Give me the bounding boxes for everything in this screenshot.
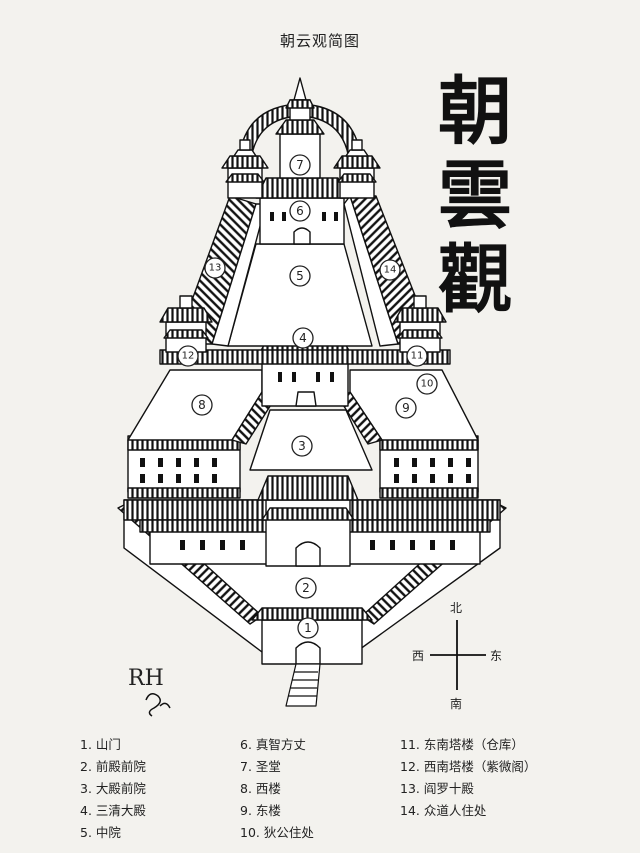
legend-item: 10. 狄公住处 [240,825,314,840]
legend-item: 11. 东南塔楼（仓库） [400,737,524,752]
svg-text:3: 3 [298,439,306,453]
spire [293,77,307,101]
page-title: 朝云观简图 [279,32,360,50]
legend-column-1: 1. 山门 2. 前殿前院 3. 大殿前院 4. 三清大殿 5. 中院 [80,734,146,844]
svg-text:2: 2 [302,581,310,595]
marker-11: 11 [406,345,428,367]
marker-4: 4 [292,327,314,349]
legend-item: 9. 东楼 [240,803,281,818]
svg-text:7: 7 [296,158,304,172]
compass-east: 东 [490,649,502,663]
southeast-tower [393,295,447,353]
calligraphy-char: 觀 [438,237,512,323]
marker-7: 7 [289,154,311,176]
marker-6: 6 [289,200,311,222]
legend-item: 8. 西楼 [240,781,281,796]
main-hall-courtyard [249,409,373,471]
svg-text:12: 12 [182,351,195,362]
legend-item: 2. 前殿前院 [80,759,146,774]
svg-text:13: 13 [209,263,222,274]
northwest-tower [221,139,269,199]
legend-item: 13. 阎罗十殿 [400,781,474,796]
legend-item: 7. 圣堂 [240,759,281,774]
marker-12: 12 [177,345,199,367]
marker-3: 3 [291,435,313,457]
svg-text:1: 1 [304,621,312,635]
svg-text:4: 4 [299,331,307,345]
artist-signature: RH [128,666,164,691]
signature-flourish [145,693,171,717]
marker-9: 9 [395,397,417,419]
svg-text:14: 14 [384,265,397,276]
legend-column-2: 6. 真智方丈 7. 圣堂 8. 西楼 9. 东楼 10. 狄公住处 [240,734,314,844]
svg-text:9: 9 [402,401,410,415]
svg-text:5: 5 [296,269,304,283]
calligraphy-char: 朝 [438,69,512,155]
marker-5: 5 [289,265,311,287]
legend-item: 12. 西南塔楼（紫微阁） [400,759,537,774]
calligraphy-title: 朝 雲 觀 [420,70,530,322]
stairs [285,663,321,707]
svg-text:6: 6 [296,204,304,218]
compass: 北 南 西 东 [412,601,502,711]
legend-column-3: 11. 东南塔楼（仓库） 12. 西南塔楼（紫微阁） 13. 阎罗十殿 14. … [400,734,536,822]
marker-14: 14 [379,259,401,281]
marker-1: 1 [297,617,319,639]
svg-text:8: 8 [198,398,206,412]
northeast-tower [333,139,381,199]
legend-item: 4. 三清大殿 [80,803,146,818]
svg-text:10: 10 [421,379,434,390]
legend-item: 1. 山门 [80,737,121,752]
marker-8: 8 [191,394,213,416]
compass-north: 北 [450,601,462,615]
marker-2: 2 [295,577,317,599]
temple-plan: 1 2 3 4 5 6 7 8 9 10 11 12 13 14 北 南 西 东 [117,77,507,717]
calligraphy-char: 雲 [438,153,512,239]
legend-item: 3. 大殿前院 [80,781,146,796]
legend-item: 5. 中院 [80,825,121,840]
compass-south: 南 [450,696,462,711]
legend-item: 14. 众道人住处 [400,803,487,818]
marker-10: 10 [416,373,438,395]
marker-13: 13 [204,257,226,279]
compass-west: 西 [412,649,424,663]
legend-item: 6. 真智方丈 [240,737,306,752]
southwest-tower [159,295,213,353]
svg-text:11: 11 [411,351,424,362]
